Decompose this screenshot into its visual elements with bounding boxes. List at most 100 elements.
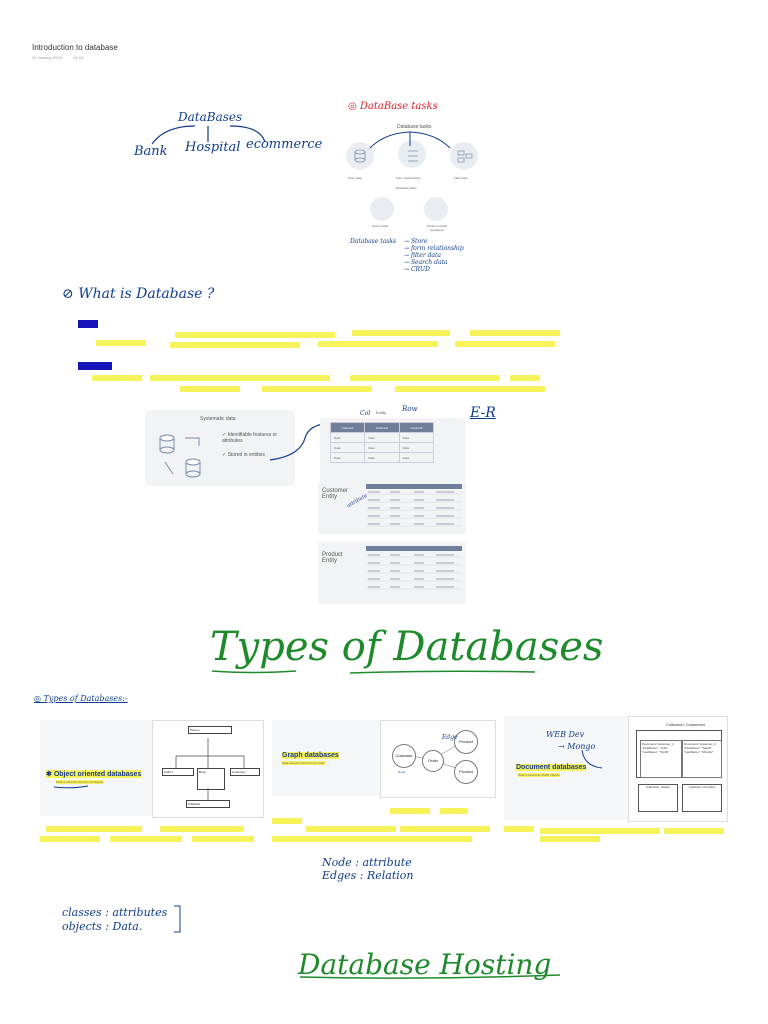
- er-label: E-R: [470, 405, 496, 421]
- document-note-webdev: WEB Dev: [546, 730, 585, 739]
- highlight: [352, 330, 450, 336]
- systematic-data-card: [145, 410, 295, 486]
- note-edges: Edges : Relation: [322, 869, 414, 882]
- tasks-diagram-title: Database tasks: [397, 124, 432, 130]
- highlight: [160, 826, 244, 832]
- types-sub: ◎ Types of Databases:-: [34, 694, 128, 703]
- notes-brace: [174, 905, 181, 933]
- highlight: [440, 808, 468, 814]
- highlight: [510, 375, 540, 381]
- graph-node-customer: Customer: [392, 744, 416, 768]
- bullet-attributes: ✓ Identifiable features or attributes: [222, 432, 278, 444]
- highlight: [175, 332, 335, 338]
- tasks-notes-title: Database tasks: [350, 238, 397, 245]
- oo-label: ✱ Object oriented databases: [46, 770, 142, 778]
- types-heading: Types of Databases: [210, 624, 604, 670]
- page-date: 29 January 2024: [32, 55, 62, 60]
- uml-book: Book: [197, 768, 225, 790]
- task-search: Search data: [372, 224, 389, 228]
- oo-label-text: Object oriented databases: [53, 771, 142, 778]
- what-is-heading: ⊘ What is Database ?: [62, 286, 215, 302]
- document-note-mongo: → Mongo: [558, 742, 596, 751]
- oo-underline: [53, 785, 89, 789]
- note-filter: → filter data: [404, 252, 442, 259]
- graph-node-order: Order: [422, 750, 444, 772]
- note-search: → Search data: [404, 259, 448, 266]
- crud-icon: [424, 197, 448, 221]
- doc1-title: Document: Customer_1: [642, 742, 674, 746]
- db-arrows-icon: [159, 434, 201, 478]
- table-cell: Data: [329, 432, 366, 443]
- document-customer-1: Document: Customer_1 "FirstName": "John"…: [640, 740, 682, 778]
- tasks-notes: → Store → form relationship → filter dat…: [404, 238, 464, 273]
- doc1-field: "LastName": "Smith": [642, 750, 670, 754]
- bullet-entities: ✓ Stored in entities: [222, 452, 265, 458]
- graph-label: Graph databases: [282, 752, 339, 759]
- document-panel: [628, 716, 728, 822]
- tasks-arrows: [369, 131, 451, 149]
- entity-label: Entity: [376, 410, 387, 415]
- table-cell: Data: [398, 432, 435, 443]
- sketch-item-ecommerce: ecommerce: [246, 137, 323, 152]
- highlight: [110, 836, 182, 842]
- redacted-label-2: [78, 362, 112, 370]
- product-entity-label: Product Entity: [322, 552, 343, 564]
- graph-node-product-1: Product: [454, 730, 478, 754]
- table-cell: Data: [398, 452, 435, 463]
- task-glyphs: [354, 149, 473, 163]
- bullet-entities-text: Stored in entities: [227, 452, 265, 458]
- note-form: → form relationship: [404, 245, 464, 252]
- highlight: [180, 386, 240, 392]
- database-icon: [346, 142, 374, 170]
- note-objects: objects : Data.: [62, 920, 143, 933]
- hosting-underline: [299, 974, 561, 979]
- uml-person: Person: [188, 726, 232, 734]
- product-table-graphic: [366, 546, 462, 590]
- highlight: [664, 828, 724, 834]
- tasks-sub-title: Database tasks: [396, 186, 417, 190]
- highlight: [96, 340, 146, 346]
- doc2-title: Document: Customer_2: [684, 742, 716, 746]
- table-cell: Data: [329, 452, 366, 463]
- table-cell: Data: [364, 432, 400, 443]
- highlight: [262, 386, 372, 392]
- redacted-label-1: [78, 320, 98, 328]
- collection-orders: Collection: Orders: [638, 784, 678, 812]
- document-caption: Data is stored as JSON objects: [518, 773, 560, 777]
- page-meta: 29 January 2024 14:40: [32, 55, 93, 60]
- task-filter: Filter data: [454, 176, 468, 180]
- graph-caption: Data stored in the form of nodes: [282, 761, 325, 765]
- table-cell: Data: [364, 452, 400, 463]
- graph-node-product-2: Product: [454, 760, 478, 784]
- table-cell: Data: [364, 442, 400, 453]
- uml-author: Author: [162, 768, 194, 776]
- tasks-heading: ◎ DataBase tasks: [348, 101, 438, 112]
- table-cell: Data: [398, 442, 435, 453]
- highlight: [390, 808, 430, 814]
- doc1-field: "FirstName": "John": [642, 746, 669, 750]
- sketch-root: DataBases: [178, 110, 243, 124]
- highlight: [400, 826, 490, 832]
- graph-edge-label: Edge: [442, 734, 458, 741]
- uml-publisher: Publisher: [186, 800, 230, 808]
- sketch-item-bank: Bank: [134, 144, 168, 159]
- document-label: Document databases: [516, 764, 587, 771]
- note-store: → Store: [404, 238, 428, 245]
- document-note-arrow: [581, 749, 603, 769]
- graph-node-label: Node: [398, 770, 406, 774]
- highlight: [272, 836, 472, 842]
- highlight: [540, 828, 660, 834]
- page-title: Introduction to database: [32, 43, 118, 52]
- what-is-heading-text: What is Database ?: [78, 286, 215, 302]
- highlight: [350, 375, 500, 381]
- table-header: Column3: [398, 422, 435, 433]
- highlight: [170, 342, 300, 348]
- table-header: Column1: [329, 422, 366, 433]
- highlight: [272, 818, 302, 824]
- types-underline: [211, 670, 536, 674]
- highlight: [504, 826, 534, 832]
- graph-notes: Node : attribute Edges : Relation: [322, 856, 413, 882]
- task-store: Store data: [348, 176, 362, 180]
- note-node: Node : attribute: [322, 856, 412, 869]
